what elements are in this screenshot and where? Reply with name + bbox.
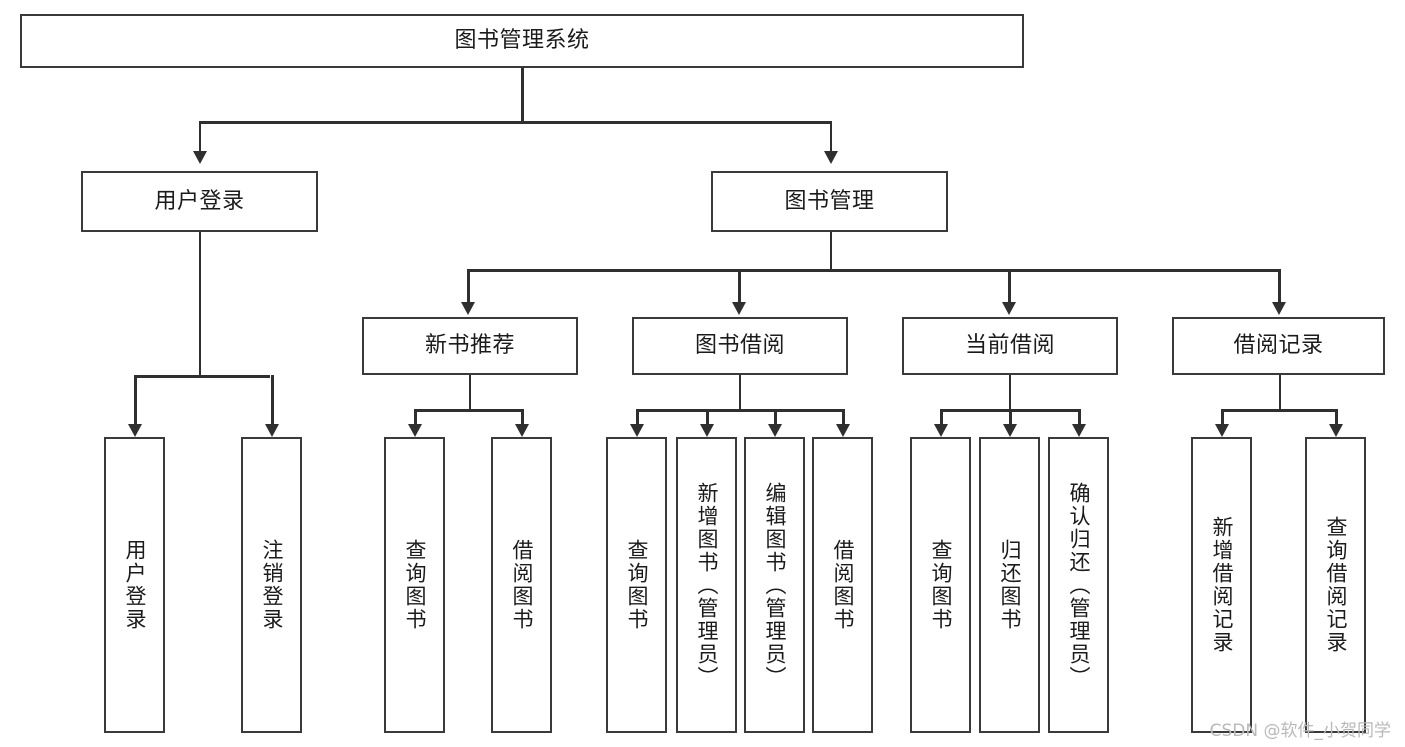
edge-newbook-to-leaf3 (414, 409, 417, 425)
leaf-borrow-book-newbook-label: 借阅图书 (509, 539, 534, 631)
edge-records-to-leaf12 (1221, 409, 1224, 425)
node-borrow-records[interactable]: 借阅记录 (1172, 317, 1385, 375)
edge-login-stem (198, 232, 201, 375)
edge-records-to-leaf13 (1335, 409, 1338, 425)
leaf-query-book-borrow[interactable]: 查询图书 (606, 437, 667, 733)
edge-records-bus (1222, 409, 1336, 412)
node-book-management-label: 图书管理 (784, 188, 875, 214)
csdn-watermark: CSDN @软件_小贺同学 (1209, 721, 1391, 741)
node-new-book-recommend[interactable]: 新书推荐 (362, 317, 578, 375)
edge-newbook-to-leaf4 (521, 409, 524, 425)
arrowhead-leaf4 (515, 424, 529, 437)
node-root[interactable]: 图书管理系统 (20, 14, 1024, 68)
leaf-logout-label: 注销登录 (259, 539, 284, 631)
node-book-management[interactable]: 图书管理 (711, 171, 948, 232)
node-current-borrow-label: 当前借阅 (964, 333, 1055, 359)
arrowhead-leaf7 (768, 424, 782, 437)
edge-borrow-bus (637, 409, 844, 412)
edge-login-to-leaf1 (134, 375, 137, 424)
edge-bookmgmt-to-newbook (467, 269, 470, 302)
leaf-user-login-label: 用户登录 (122, 539, 147, 631)
leaf-return-book-label: 归还图书 (997, 539, 1022, 631)
node-user-login-label: 用户登录 (154, 188, 245, 214)
leaf-query-book-current-label: 查询图书 (928, 539, 953, 631)
node-borrow-records-label: 借阅记录 (1233, 333, 1324, 359)
arrowhead-borrow (732, 302, 746, 315)
edge-borrow-stem (738, 375, 741, 409)
leaf-add-borrow-record[interactable]: 新增借阅记录 (1191, 437, 1252, 733)
leaf-logout[interactable]: 注销登录 (241, 437, 302, 733)
arrowhead-leaf10 (1003, 424, 1017, 437)
edge-borrow-to-leaf7 (774, 409, 777, 425)
edge-current-to-leaf9 (940, 409, 943, 425)
leaf-query-borrow-record[interactable]: 查询借阅记录 (1305, 437, 1366, 733)
edge-records-stem (1278, 375, 1281, 409)
leaf-add-book-admin-label: 新增图书（管理员） (694, 481, 719, 689)
edge-current-stem (1008, 375, 1011, 409)
leaf-return-book[interactable]: 归还图书 (979, 437, 1040, 733)
leaf-add-borrow-record-label: 新增借阅记录 (1209, 516, 1234, 654)
arrowhead-leaf1 (128, 424, 142, 437)
arrowhead-leaf9 (934, 424, 948, 437)
leaf-query-book-current[interactable]: 查询图书 (910, 437, 971, 733)
leaf-edit-book-admin[interactable]: 编辑图书（管理员） (744, 437, 805, 733)
arrowhead-leaf13 (1329, 424, 1343, 437)
node-current-borrow[interactable]: 当前借阅 (902, 317, 1118, 375)
leaf-add-book-admin[interactable]: 新增图书（管理员） (676, 437, 737, 733)
edge-login-to-leaf2 (271, 375, 274, 424)
edge-bookmgmt-stem (829, 232, 832, 269)
edge-bookmgmt-bus (468, 269, 1280, 272)
edge-newbook-bus (415, 409, 522, 412)
node-book-borrow[interactable]: 图书借阅 (632, 317, 848, 375)
edge-current-to-leaf10 (1009, 409, 1012, 425)
leaf-query-book-borrow-label: 查询图书 (624, 539, 649, 631)
arrowhead-login (193, 151, 207, 164)
node-new-book-recommend-label: 新书推荐 (424, 333, 515, 359)
leaf-query-book-newbook-label: 查询图书 (402, 539, 427, 631)
node-user-login[interactable]: 用户登录 (81, 171, 318, 232)
arrowhead-leaf12 (1215, 424, 1229, 437)
leaf-borrow-book-newbook[interactable]: 借阅图书 (491, 437, 552, 733)
leaf-confirm-return-admin-label: 确认归还（管理员） (1066, 481, 1091, 689)
arrowhead-bookmgmt (824, 151, 838, 164)
arrowhead-leaf3 (408, 424, 422, 437)
leaf-query-book-newbook[interactable]: 查询图书 (384, 437, 445, 733)
arrowhead-current (1002, 302, 1016, 315)
edge-bookmgmt-to-records (1278, 269, 1281, 302)
edge-root-bus (199, 121, 831, 124)
edge-root-to-bookmgmt (829, 121, 832, 151)
node-book-borrow-label: 图书借阅 (694, 333, 785, 359)
arrowhead-leaf8 (836, 424, 850, 437)
edge-borrow-to-leaf6 (706, 409, 709, 425)
node-root-label: 图书管理系统 (454, 28, 590, 54)
edge-newbook-stem (468, 375, 471, 409)
edge-root-stem (521, 68, 524, 121)
edge-borrow-to-leaf8 (842, 409, 845, 425)
arrowhead-leaf5 (630, 424, 644, 437)
edge-borrow-to-leaf5 (636, 409, 639, 425)
leaf-query-borrow-record-label: 查询借阅记录 (1323, 516, 1348, 654)
edge-bookmgmt-to-current (1008, 269, 1011, 302)
arrowhead-leaf2 (265, 424, 279, 437)
leaf-user-login[interactable]: 用户登录 (104, 437, 165, 733)
edge-root-to-login (198, 121, 201, 151)
arrowhead-leaf11 (1072, 424, 1086, 437)
leaf-borrow-book-borrow-label: 借阅图书 (830, 539, 855, 631)
arrowhead-leaf6 (700, 424, 714, 437)
edge-login-bus (135, 375, 270, 378)
leaf-borrow-book-borrow[interactable]: 借阅图书 (812, 437, 873, 733)
edge-current-to-leaf11 (1078, 409, 1081, 425)
arrowhead-newbook (461, 302, 475, 315)
leaf-edit-book-admin-label: 编辑图书（管理员） (762, 481, 787, 689)
leaf-confirm-return-admin[interactable]: 确认归还（管理员） (1048, 437, 1109, 733)
arrowhead-records (1272, 302, 1286, 315)
edge-bookmgmt-to-borrow (738, 269, 741, 302)
